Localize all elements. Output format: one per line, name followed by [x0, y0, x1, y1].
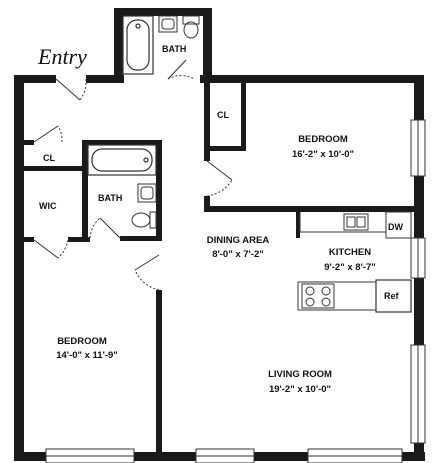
bedroom-left-size: 14'-0" x 11'-9" — [56, 350, 118, 361]
top-bath-toilet — [182, 15, 200, 39]
top-bath-label: BATH — [162, 44, 186, 54]
bedroom-left-name: BEDROOM — [57, 336, 107, 347]
dining-size: 8'-0" x 7'-2" — [212, 249, 264, 260]
bedroom-right-size: 16'-2" x 10'-0" — [292, 149, 354, 160]
window-mullions — [46, 120, 419, 457]
dishwasher-label: DW — [388, 222, 403, 232]
doors — [33, 59, 233, 291]
dishwasher — [385, 211, 412, 239]
kitchen-upper-counter — [299, 212, 386, 233]
middle-bath-sink — [137, 183, 157, 203]
entry-label: Entry — [37, 44, 87, 69]
kitchen-sink — [343, 213, 369, 231]
wic-label: WIC — [39, 201, 57, 211]
living-size: 19'-2" x 10'-0" — [269, 384, 331, 395]
closet-right-label: CL — [217, 110, 229, 120]
middle-bath-door — [89, 217, 121, 239]
kitchen-size: 9'-2" x 8'-7" — [324, 262, 376, 273]
right-bedroom-door — [206, 160, 233, 197]
top-bath-sink — [158, 15, 178, 33]
middle-bathtub — [87, 144, 157, 176]
top-bath-door — [167, 59, 195, 80]
wic-door — [33, 239, 69, 259]
living-name: LIVING ROOM — [268, 369, 332, 380]
refrigerator — [375, 279, 412, 313]
left-bedroom-door — [134, 254, 160, 291]
closet-left-label: CL — [43, 153, 55, 163]
middle-bath-toilet — [131, 211, 157, 229]
interior-walls — [20, 79, 418, 454]
kitchen-name: KITCHEN — [329, 247, 371, 258]
top-bathtub — [122, 15, 154, 75]
dining-name: DINING AREA — [207, 235, 270, 246]
entry-door — [55, 78, 87, 101]
bedroom-right-name: BEDROOM — [298, 134, 348, 145]
left-closet-door — [33, 125, 63, 143]
refrigerator-label: Ref — [384, 291, 400, 301]
middle-bath-label: BATH — [98, 193, 122, 203]
stove — [301, 283, 335, 309]
